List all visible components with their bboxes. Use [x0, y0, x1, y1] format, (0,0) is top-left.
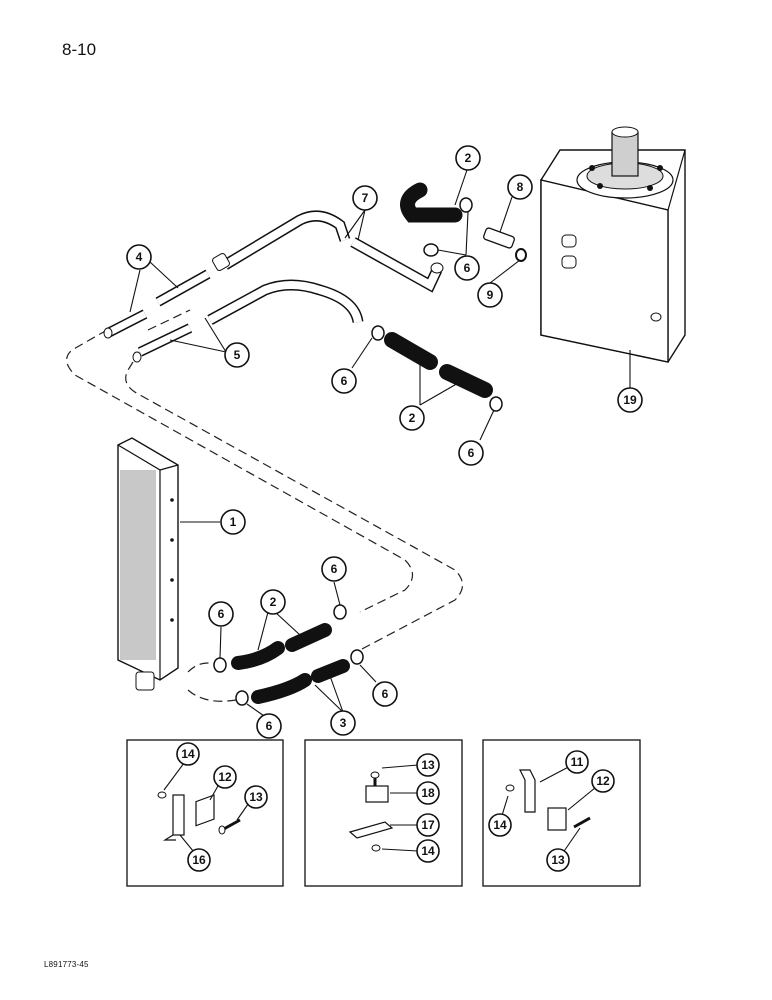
callout-1: 1	[220, 509, 246, 535]
callout-12: 12	[213, 765, 237, 789]
tube-fittings	[103, 269, 211, 363]
svg-text:2: 2	[270, 595, 277, 609]
routing-lines	[66, 309, 464, 702]
callout-13: 13	[546, 848, 570, 872]
svg-text:12: 12	[596, 774, 610, 788]
callout-11: 11	[565, 750, 589, 774]
callout-18: 18	[416, 781, 440, 805]
oil-cooler	[117, 437, 179, 691]
leader-lines	[129, 169, 631, 719]
svg-text:18: 18	[421, 786, 435, 800]
callout-2: 2	[455, 145, 481, 171]
svg-text:14: 14	[493, 818, 507, 832]
callout-6: 6	[256, 713, 282, 739]
svg-text:6: 6	[331, 562, 338, 576]
svg-text:6: 6	[468, 446, 475, 460]
svg-text:12: 12	[218, 770, 232, 784]
svg-text:7: 7	[362, 191, 369, 205]
callout-6: 6	[208, 601, 234, 627]
hose-clamps	[213, 197, 503, 706]
svg-text:19: 19	[623, 393, 637, 407]
adapter-and-o-ring	[483, 227, 527, 262]
svg-text:11: 11	[571, 755, 584, 769]
rubber-hoses	[231, 182, 493, 704]
svg-text:14: 14	[421, 844, 435, 858]
svg-text:8: 8	[517, 180, 524, 194]
callout-17: 17	[416, 813, 440, 837]
svg-text:16: 16	[192, 853, 206, 867]
svg-text:2: 2	[465, 151, 472, 165]
steel-tubes	[207, 210, 444, 325]
svg-text:14: 14	[181, 747, 195, 761]
callout-2: 2	[399, 405, 425, 431]
callout-14: 14	[416, 839, 440, 863]
callout-6: 6	[331, 368, 357, 394]
callout-5: 5	[224, 342, 250, 368]
svg-text:6: 6	[341, 374, 348, 388]
svg-text:6: 6	[266, 719, 273, 733]
callout-19: 19	[617, 387, 643, 413]
callout-13: 13	[244, 785, 268, 809]
callout-14: 14	[176, 742, 200, 766]
callout-6: 6	[372, 681, 398, 707]
svg-text:4: 4	[136, 250, 143, 264]
svg-text:9: 9	[487, 288, 494, 302]
callout-4: 4	[126, 244, 152, 270]
svg-text:6: 6	[464, 261, 471, 275]
callout-2: 2	[260, 589, 286, 615]
svg-text:3: 3	[340, 716, 347, 730]
callout-3: 3	[330, 710, 356, 736]
callout-6: 6	[454, 255, 480, 281]
page-number: 8-10	[62, 40, 97, 59]
svg-text:6: 6	[218, 607, 225, 621]
callout-7: 7	[352, 185, 378, 211]
svg-text:5: 5	[234, 348, 241, 362]
callout-14: 14	[488, 813, 512, 837]
mounting-detail-inset-left	[126, 739, 284, 887]
svg-text:17: 17	[421, 818, 435, 832]
hydraulic-tank	[540, 126, 686, 363]
callout-6: 6	[458, 440, 484, 466]
callout-13: 13	[416, 753, 440, 777]
svg-text:13: 13	[551, 853, 565, 867]
callout-8: 8	[507, 174, 533, 200]
svg-text:6: 6	[382, 687, 389, 701]
drawing-reference-code: L891773-45	[44, 960, 89, 969]
svg-text:13: 13	[421, 758, 435, 772]
callout-6: 6	[321, 556, 347, 582]
callout-16: 16	[187, 848, 211, 872]
callout-9: 9	[477, 282, 503, 308]
svg-text:2: 2	[409, 411, 416, 425]
callout-12: 12	[591, 769, 615, 793]
svg-text:1: 1	[230, 515, 237, 529]
svg-text:13: 13	[249, 790, 263, 804]
mounting-detail-inset-center	[304, 739, 463, 887]
